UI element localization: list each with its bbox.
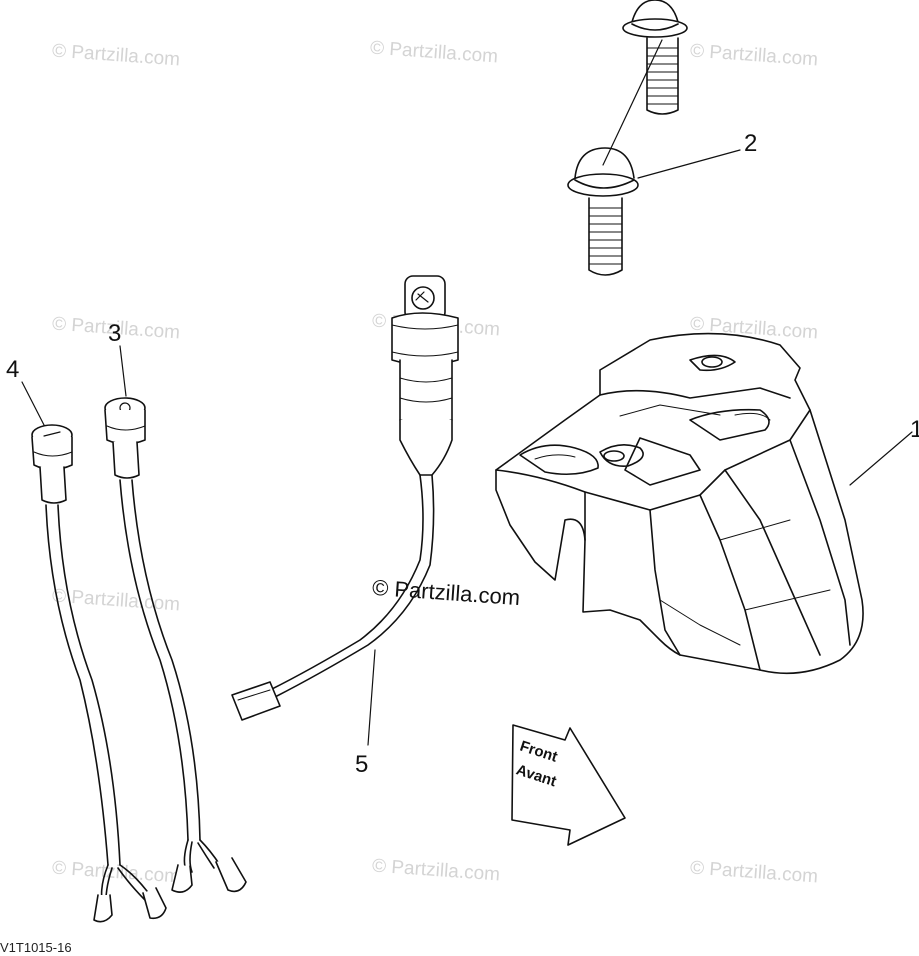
- indicator-lamp-4: [31, 424, 167, 923]
- screw-top: [622, 0, 688, 115]
- callout-2: 2: [744, 130, 758, 157]
- drawing-number: V1T1015-16: [0, 940, 72, 955]
- callout-1: 1: [910, 416, 919, 443]
- switch-assembly: [231, 275, 459, 721]
- callout-4: 4: [6, 356, 20, 383]
- callout-5: 5: [355, 751, 369, 778]
- screw-bottom: [567, 147, 639, 276]
- callout-3: 3: [108, 320, 122, 347]
- direction-arrow: [511, 724, 626, 846]
- handlebar-cover: [495, 332, 864, 675]
- indicator-lamp-3: [104, 397, 247, 893]
